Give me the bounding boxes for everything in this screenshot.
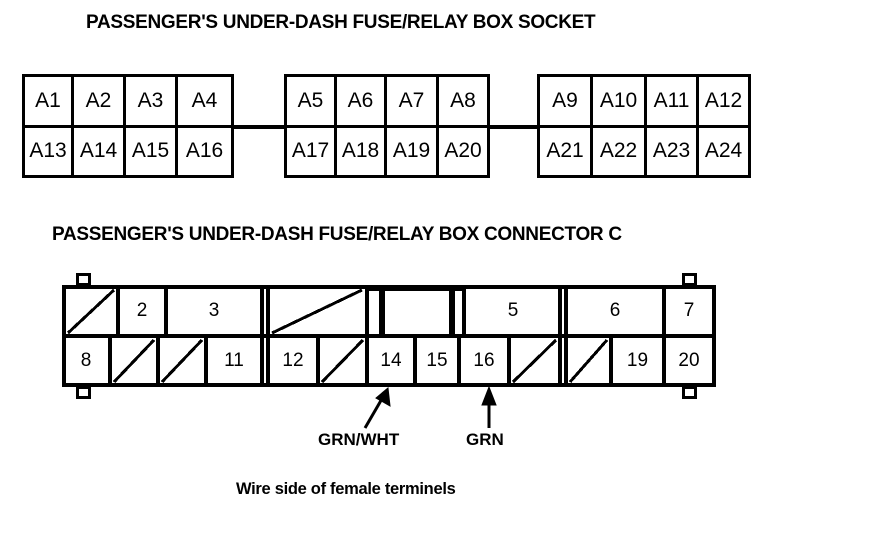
socket-cell-a1[interactable]: A1 (25, 77, 74, 125)
socket-cell-a14[interactable]: A14 (74, 127, 126, 175)
mount-tab-top-right (682, 273, 697, 286)
socket-row-bottom: A13 A14 A15 A16 (25, 127, 231, 175)
socket-row-top: A9 A10 A11 A12 (540, 77, 748, 128)
socket-row-top: A5 A6 A7 A8 (287, 77, 487, 128)
socket-cell-a8[interactable]: A8 (450, 88, 476, 112)
socket-cell-a6[interactable]: A6 (337, 77, 387, 125)
socket-cell-a22[interactable]: A22 (593, 127, 647, 175)
socket-cell-a20[interactable]: A20 (444, 139, 482, 163)
connector-pin-6[interactable]: 6 (609, 300, 621, 321)
socket-cell-a21[interactable]: A21 (540, 127, 593, 175)
socket-group-2: A5 A6 A7 A8 A17 A18 A19 A20 (284, 74, 490, 178)
socket-cell-a19[interactable]: A19 (387, 127, 439, 175)
socket-cell-a23[interactable]: A23 (647, 127, 699, 175)
socket-row-bottom: A17 A18 A19 A20 (287, 127, 487, 175)
connector-pin-15[interactable]: 15 (426, 350, 448, 371)
wire-label-grn-wht: GRN/WHT (318, 430, 400, 449)
connector-pin-7[interactable]: 7 (683, 300, 695, 321)
mount-tab-top-left (76, 273, 91, 286)
wire-label-grn: GRN (466, 430, 504, 449)
socket-link-bar-1 (231, 125, 285, 129)
socket-row-top: A1 A2 A3 A4 (25, 77, 231, 128)
mount-tab-bottom-right (682, 386, 697, 399)
socket-cell-a5[interactable]: A5 (287, 77, 337, 125)
socket-cell-a4[interactable]: A4 (191, 88, 218, 112)
connector-pin-2[interactable]: 2 (136, 300, 148, 321)
socket-title: PASSENGER'S UNDER-DASH FUSE/RELAY BOX SO… (86, 12, 596, 33)
socket-group-3: A9 A10 A11 A12 A21 A22 A23 A24 (537, 74, 751, 178)
socket-link-bar-2 (488, 125, 538, 129)
connector-title: PASSENGER'S UNDER-DASH FUSE/RELAY BOX CO… (52, 224, 622, 245)
figure-caption: Wire side of female terminels (236, 480, 456, 498)
socket-cell-a3[interactable]: A3 (126, 77, 178, 125)
connector-pin-5[interactable]: 5 (507, 300, 519, 321)
socket-group-1: A1 A2 A3 A4 A13 A14 A15 A16 (22, 74, 234, 178)
connector-pin-12[interactable]: 12 (282, 350, 304, 371)
connector-pin-8[interactable]: 8 (80, 350, 92, 371)
socket-cell-a12[interactable]: A12 (704, 88, 743, 112)
socket-cell-a18[interactable]: A18 (337, 127, 387, 175)
socket-cell-a16[interactable]: A16 (185, 139, 224, 163)
socket-cell-a11[interactable]: A11 (647, 77, 699, 125)
socket-cell-a9[interactable]: A9 (540, 77, 593, 125)
connector-pin-19[interactable]: 19 (626, 350, 649, 371)
socket-cell-a2[interactable]: A2 (74, 77, 126, 125)
mount-tab-bottom-left (76, 386, 91, 399)
connector-pin-14[interactable]: 14 (380, 350, 402, 371)
socket-cell-a7[interactable]: A7 (387, 77, 439, 125)
connector-pin-16[interactable]: 16 (473, 350, 495, 371)
connector-pin-3[interactable]: 3 (208, 300, 220, 321)
socket-cell-a15[interactable]: A15 (126, 127, 178, 175)
socket-row-bottom: A21 A22 A23 A24 (540, 127, 748, 175)
socket-cell-a10[interactable]: A10 (593, 77, 647, 125)
socket-cell-a24[interactable]: A24 (704, 139, 743, 163)
connector-pin-20[interactable]: 20 (678, 350, 700, 371)
socket-cell-a17[interactable]: A17 (287, 127, 337, 175)
socket-cell-a13[interactable]: A13 (25, 127, 74, 175)
connector-pin-11[interactable]: 11 (224, 350, 244, 371)
